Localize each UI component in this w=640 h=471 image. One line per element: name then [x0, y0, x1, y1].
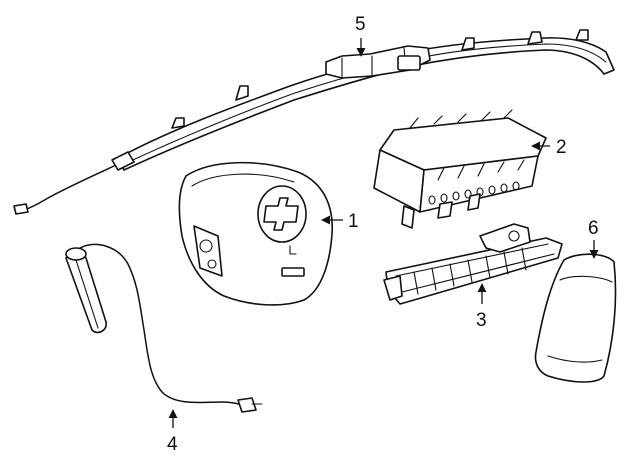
callout-3: 3 — [476, 310, 487, 331]
curtain-airbag — [13, 29, 615, 215]
knee-bolster-module — [383, 223, 563, 305]
sensor-harness — [65, 243, 263, 413]
callout-6: 6 — [588, 218, 599, 239]
side-airbag-cushion — [534, 253, 617, 383]
callout-1: 1 — [348, 211, 359, 232]
driver-airbag — [178, 161, 333, 306]
callout-5: 5 — [355, 14, 366, 35]
leaders — [168, 38, 599, 428]
callout-2: 2 — [556, 137, 567, 158]
callout-4: 4 — [167, 434, 178, 455]
passenger-airbag-module — [373, 109, 547, 229]
